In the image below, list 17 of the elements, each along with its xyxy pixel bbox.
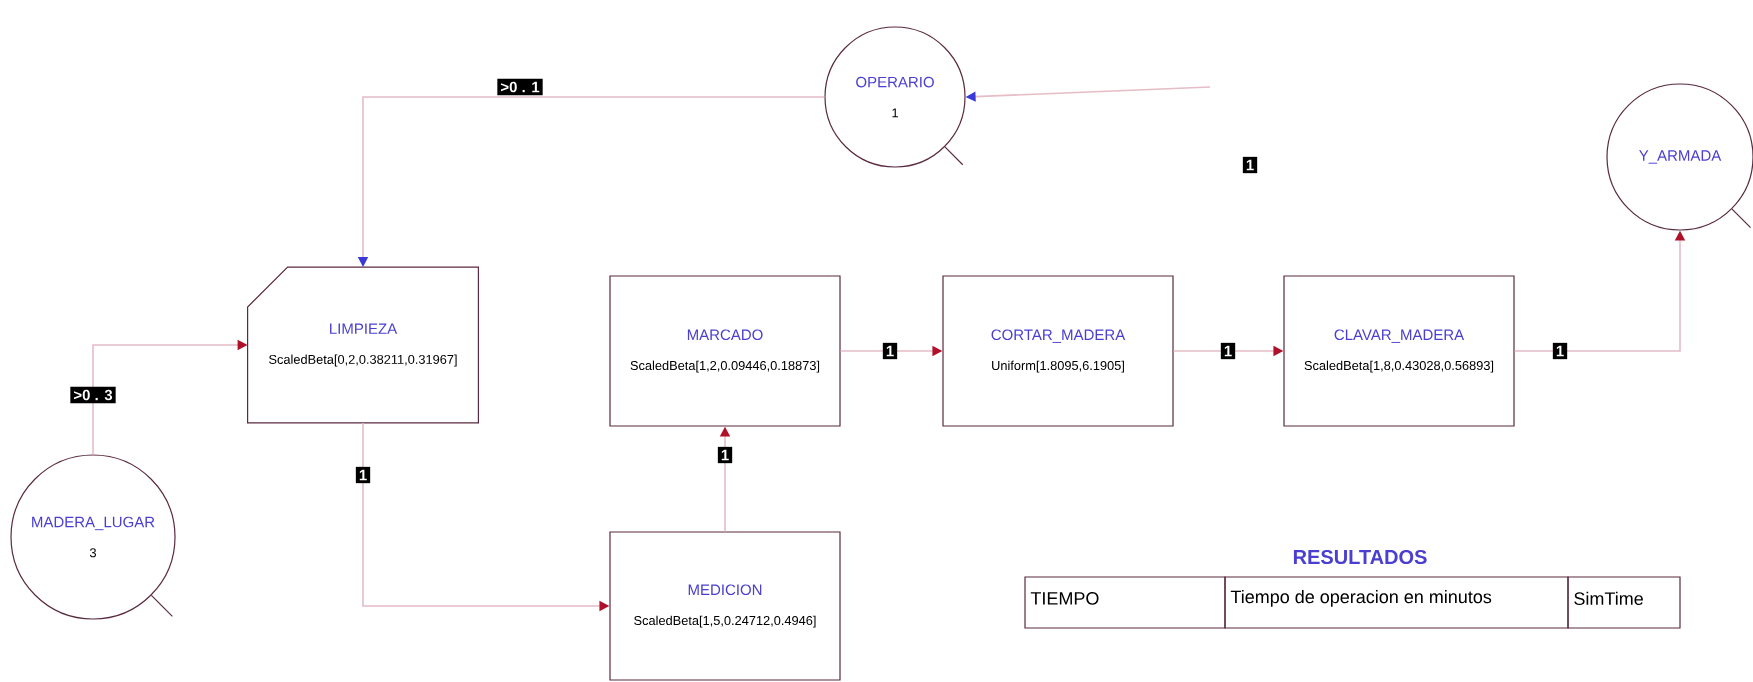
edge-label: 1 (1220, 342, 1236, 360)
edge-label: 1 (882, 342, 898, 360)
activity-box: MARCADO ScaledBeta[1,2,0.09446,0.18873] (609, 275, 841, 427)
edge-label: >0 . 1 (497, 78, 543, 96)
edge-label: 1 (1552, 342, 1568, 360)
edge-label: 1 (355, 466, 371, 484)
activity-box: CLAVAR_MADERA ScaledBeta[1,8,0.43028,0.56893] (1283, 275, 1515, 427)
table-cell: TIEMPO (1024, 576, 1226, 629)
edge-label: >0 . 3 (70, 386, 116, 404)
table-cell: Tiempo de operacion en minutos (1224, 576, 1569, 629)
activity-box: MEDICION ScaledBeta[1,5,0.24712,0.4946] (609, 531, 841, 681)
edge-label: 1 (717, 446, 733, 464)
count-label: 1 (1242, 156, 1258, 174)
activity-box: CORTAR_MADERA Uniform[1.8095,6.1905] (942, 275, 1174, 427)
table-title: RESULTADOS (1293, 549, 1427, 565)
table-cell: SimTime (1567, 576, 1681, 629)
activity-box: LIMPIEZA ScaledBeta[0,2,0.38211,0.31967] (247, 266, 479, 424)
